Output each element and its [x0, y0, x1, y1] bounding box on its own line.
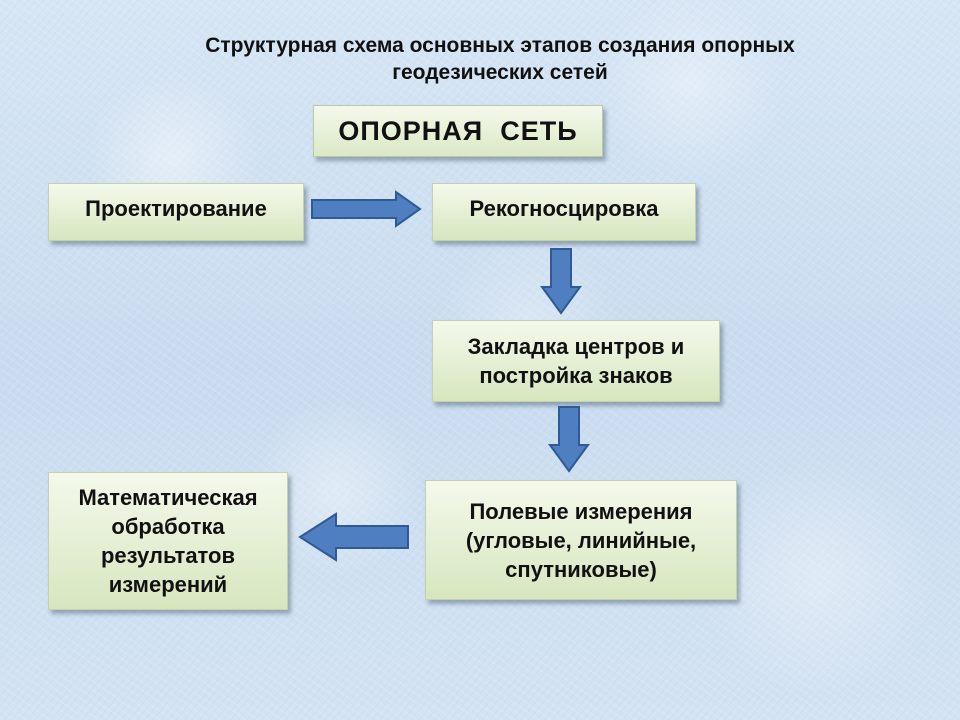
step-label-reconnaissance: Рекогносцировка — [469, 196, 659, 221]
arrow-left-icon — [298, 512, 409, 562]
step-box-reconnaissance: Рекогносцировка — [432, 183, 696, 241]
arrow-down-icon — [540, 248, 582, 315]
step-box-field-measurements: Полевые измерения (угловые, линийные, сп… — [425, 480, 737, 600]
step-label-centers: Закладка центров и постройка знаков — [467, 334, 685, 388]
step-label-field-measurements: Полевые измерения (угловые, линийные, сп… — [465, 498, 697, 582]
step-box-math-processing: Математическая обработка результатов изм… — [48, 472, 288, 610]
heading-label: ОПОРНАЯ СЕТЬ — [338, 115, 578, 146]
diagram-title: Структурная схема основных этапов создан… — [205, 34, 795, 84]
arrow-right-icon — [311, 190, 422, 228]
arrow-down-icon — [548, 406, 590, 473]
heading-box-reference-network: ОПОРНАЯ СЕТЬ — [313, 105, 603, 157]
step-label-design: Проектирование — [85, 196, 267, 221]
step-label-math-processing: Математическая обработка результатов изм… — [78, 485, 258, 597]
step-box-centers: Закладка центров и постройка знаков — [432, 320, 720, 402]
step-box-design: Проектирование — [48, 183, 304, 241]
